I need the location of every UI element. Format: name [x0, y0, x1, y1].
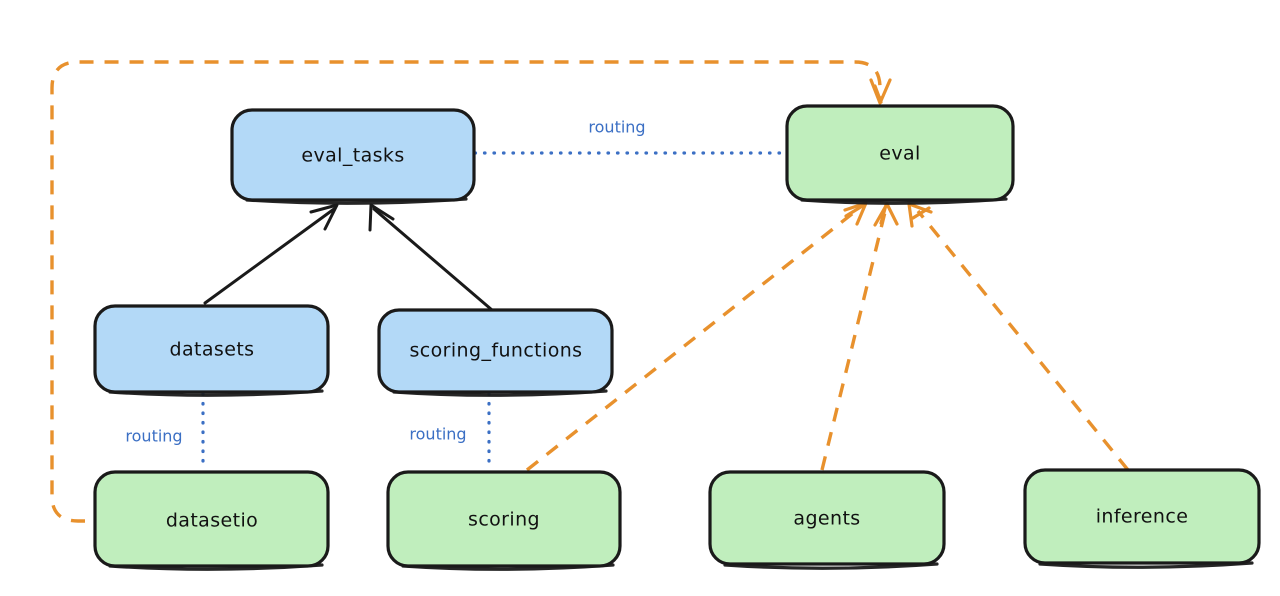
node-eval-label: eval [879, 143, 920, 165]
edge-label-routing-datasetio: routing [125, 427, 182, 446]
node-eval_tasks[interactable]: eval_tasks [230, 108, 476, 205]
node-scoring_functions-label: scoring_functions [410, 340, 583, 362]
edge-datasets-to-eval_tasks [203, 203, 339, 305]
node-datasetio[interactable]: datasetio [93, 470, 330, 571]
node-eval_tasks-box[interactable] [230, 108, 476, 202]
edge-datasetio-to-eval-arrowhead-inner [873, 84, 883, 104]
node-agents-shadow [723, 562, 939, 570]
node-eval-box[interactable] [785, 104, 1015, 202]
edge-scoring-to-eval-line [525, 208, 859, 472]
node-eval[interactable]: eval [785, 104, 1015, 205]
edge-datasetio-to-eval [50, 60, 892, 523]
edge-scoring_functions-to-scoring: routing [409, 392, 491, 472]
edge-datasetio-to-eval-line [50, 60, 882, 523]
node-agents[interactable]: agents [708, 470, 946, 570]
node-scoring_functions[interactable]: scoring_functions [377, 308, 614, 397]
node-datasets-box[interactable] [93, 304, 330, 394]
edge-inference-to-eval-arrowhead-inner [911, 206, 931, 220]
edge-inference-to-eval-line [916, 209, 1130, 472]
node-scoring[interactable]: scoring [386, 470, 622, 571]
node-datasetio-label: datasetio [166, 510, 258, 532]
node-datasets[interactable]: datasets [93, 304, 330, 397]
edge-scoring_functions-to-eval_tasks [368, 203, 494, 312]
node-scoring-box[interactable] [386, 470, 622, 568]
node-inference-label: inference [1096, 506, 1189, 528]
node-agents-box[interactable] [708, 470, 946, 566]
edge-scoring_functions-to-eval_tasks-arrowhead [368, 203, 395, 232]
edge-datasets-to-eval_tasks-arrowhead [309, 203, 339, 231]
node-scoring_functions-box[interactable] [377, 308, 614, 394]
node-datasets-label: datasets [170, 339, 255, 361]
node-scoring-label: scoring [468, 509, 540, 531]
edge-datasets-to-datasetio: routing [125, 392, 205, 472]
edge-scoring_functions-to-eval_tasks-line [372, 207, 494, 312]
edge-datasets-to-eval_tasks-line [203, 207, 336, 305]
edge-eval_tasks-to-eval: routing [473, 118, 787, 155]
node-eval_tasks-label: eval_tasks [301, 145, 404, 167]
edge-agents-to-eval [820, 202, 899, 471]
edge-scoring-to-eval-arrowhead-inner [844, 203, 866, 218]
edge-agents-to-eval-arrowhead-inner [879, 203, 888, 225]
node-inference-shadow [1038, 561, 1254, 569]
edge-label-routing-scoring: routing [409, 425, 466, 444]
node-inference-box[interactable] [1023, 468, 1261, 565]
edge-label-routing-eval: routing [588, 118, 645, 137]
edge-inference-to-eval [907, 202, 1130, 472]
node-agents-label: agents [793, 508, 860, 530]
node-datasetio-box[interactable] [93, 470, 330, 568]
node-inference[interactable]: inference [1023, 468, 1261, 569]
edge-agents-to-eval-line [820, 211, 887, 471]
